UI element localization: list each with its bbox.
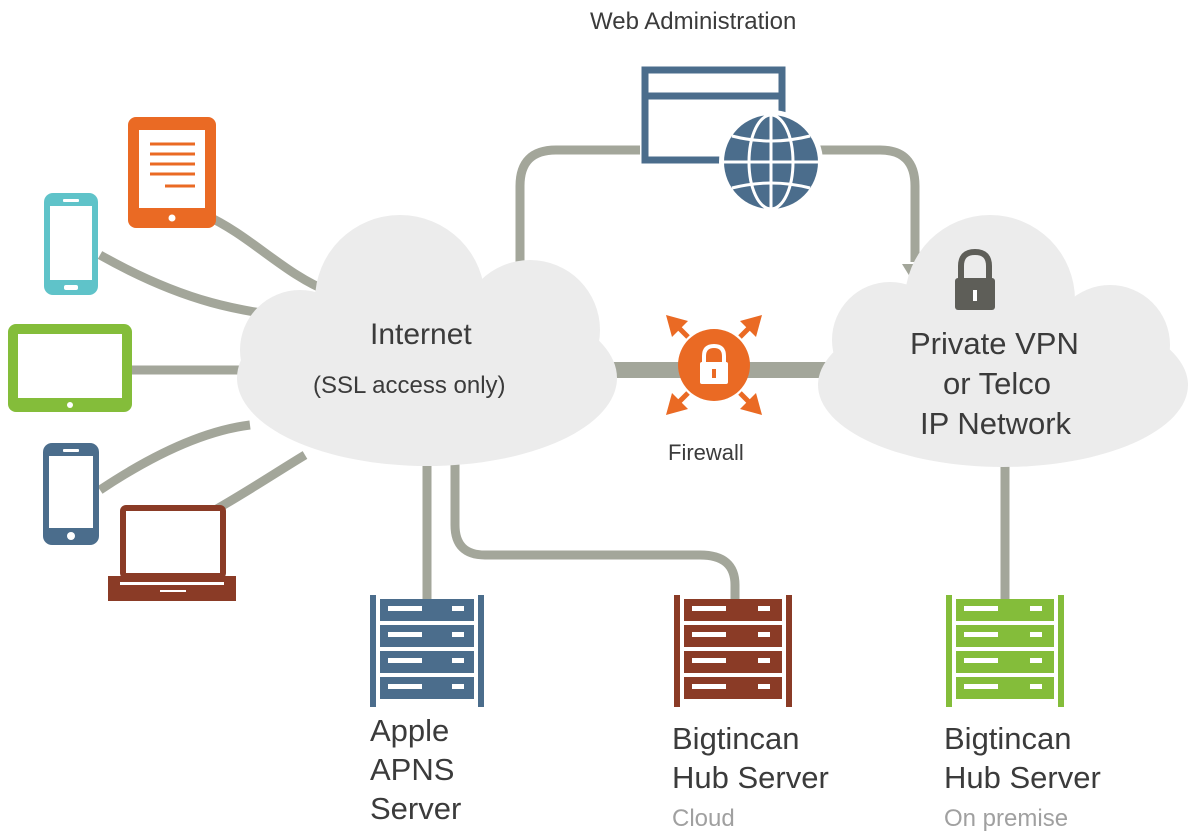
apns-server-icon — [370, 595, 484, 707]
laptop-icon — [108, 505, 236, 601]
tablet-icon — [128, 117, 216, 228]
connectors — [97, 145, 1010, 600]
connector-admin-to-vpn — [800, 145, 920, 262]
lock-icon — [955, 248, 995, 310]
hub-onprem-label-line-1: Bigtincan — [944, 721, 1072, 756]
hub-onprem-server-icon — [946, 595, 1064, 707]
connector-laptop — [212, 451, 308, 514]
firewall-label: Firewall — [668, 440, 744, 465]
vpn-line-3: IP Network — [920, 406, 1072, 441]
apns-label-line-1: Apple — [370, 713, 450, 748]
connector-tablet — [203, 210, 332, 297]
vpn-line-1: Private VPN — [910, 326, 1079, 361]
firewall-icon — [666, 315, 762, 415]
globe-icon — [719, 110, 823, 214]
hub-cloud-server-icon — [674, 595, 792, 707]
smartphone-icon — [43, 443, 99, 545]
connector-smartphone — [97, 420, 251, 494]
internet-title: Internet — [370, 318, 472, 351]
hub-cloud-note: Cloud — [672, 805, 735, 832]
web-admin-label: Web Administration — [590, 8, 797, 35]
connector-admin-to-internet — [515, 145, 640, 262]
hub-cloud-label-line-2: Hub Server — [672, 760, 829, 795]
hub-onprem-note: On premise — [944, 805, 1069, 832]
phone-icon — [44, 193, 98, 295]
hub-cloud-label-line-1: Bigtincan — [672, 721, 800, 756]
internet-subtitle: (SSL access only) — [313, 372, 506, 399]
internet-cloud — [237, 215, 617, 466]
hub-onprem-label-line-2: Hub Server — [944, 760, 1101, 795]
apns-label-line-2: APNS — [370, 752, 455, 787]
vpn-line-2: or Telco — [943, 366, 1051, 401]
vpn-cloud — [818, 215, 1188, 467]
apns-label-line-3: Server — [370, 791, 462, 826]
landscape-tablet-icon — [8, 324, 132, 412]
connector-internet-to-hub-cloud — [450, 455, 740, 600]
